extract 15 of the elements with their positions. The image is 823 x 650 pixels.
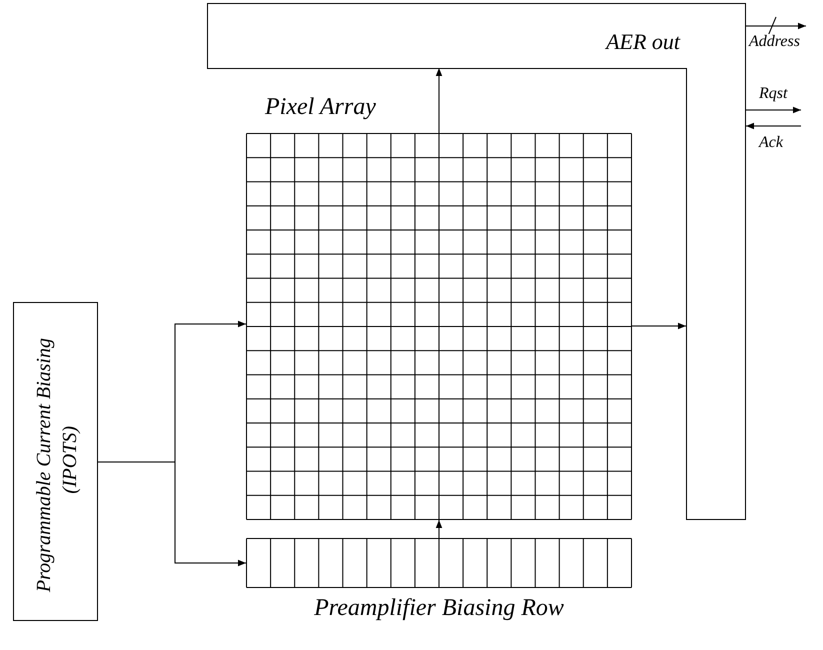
array-heading: Pixel Array [265, 95, 376, 119]
arrow [98, 462, 246, 566]
block-label: AER out [606, 31, 680, 53]
row-caption: Preamplifier Biasing Row [314, 596, 564, 620]
arrow [746, 122, 802, 130]
arrow [632, 322, 686, 330]
arrow [746, 22, 806, 30]
bias-block [13, 302, 98, 621]
edge-label: Rqst [759, 86, 788, 102]
arrow [436, 68, 442, 134]
block-label: Programmable Current Biasing [34, 338, 54, 592]
block-sublabel: (IPOTS) [60, 426, 80, 494]
pixel-grid [246, 95, 632, 520]
arrow [746, 106, 802, 114]
output-block [207, 3, 746, 520]
